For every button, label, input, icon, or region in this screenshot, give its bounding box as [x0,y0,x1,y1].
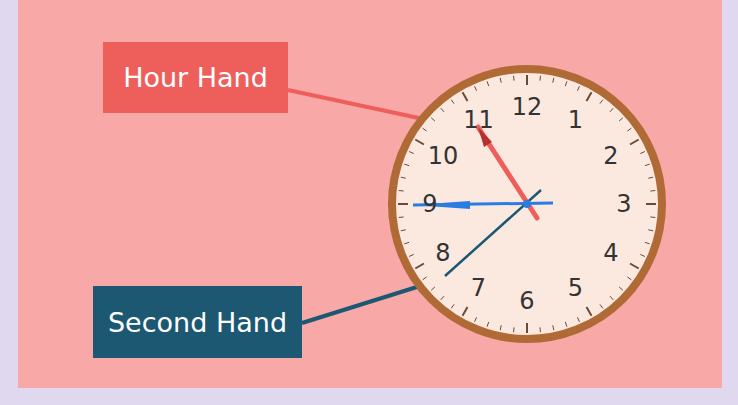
tick-mark [451,100,454,104]
tick-mark [587,92,592,101]
tick-mark [398,203,408,205]
tick-mark [401,177,406,178]
tick-mark [399,190,404,192]
tick-mark [463,307,468,316]
tick-mark [553,78,554,83]
tick-mark [640,152,645,154]
tick-mark [645,164,650,166]
callout-text: Second Hand [108,307,287,338]
tick-mark [640,254,645,256]
tick-mark [587,307,592,316]
clock-number: 8 [435,241,450,265]
tick-mark [431,287,435,290]
clock-number: 9 [422,192,437,216]
background-panel [18,0,722,388]
callout-box: Hour Hand [103,42,288,113]
tick-mark [415,140,424,145]
tick-mark [500,325,501,330]
tick-mark [600,100,603,104]
tick-mark [415,264,424,269]
tick-mark [451,304,454,308]
hour-hand [478,127,537,218]
tick-mark [431,118,435,121]
second-hand [445,190,541,276]
tick-mark [619,287,623,290]
tick-mark [401,230,406,231]
tick-mark [423,128,427,131]
tick-mark [409,254,414,256]
clock-number: 3 [616,192,631,216]
tick-mark [409,152,414,154]
tick-mark [441,108,444,112]
callout-box: Second Hand [93,286,302,358]
clock-face [392,69,662,339]
minute-hand [413,201,470,209]
tick-mark [565,322,567,327]
tick-mark [619,118,623,121]
tick-mark [650,216,655,218]
tick-mark [627,128,631,131]
clock-number: 12 [512,95,543,119]
callout-text: Hour Hand [123,62,268,93]
tick-mark [513,76,515,81]
tick-mark [475,86,477,91]
clock-number: 10 [428,144,459,168]
tick-mark [577,86,579,91]
tick-mark [630,140,639,145]
tick-mark [577,317,579,322]
tick-mark [627,277,631,280]
clock-number: 6 [519,289,534,313]
tick-mark [487,322,489,327]
clock-number: 1 [568,108,583,132]
clock-number: 4 [603,241,618,265]
tick-mark [646,203,656,205]
tick-mark [404,164,409,166]
tick-mark [553,325,554,330]
tick-mark [648,230,653,231]
clock-number: 2 [603,144,618,168]
tick-mark [441,296,444,300]
tick-mark [565,81,567,86]
center-pin [523,200,531,208]
clock-number: 5 [568,276,583,300]
tick-mark [650,190,655,192]
tick-mark [526,75,528,85]
tick-marks [398,75,656,333]
tick-mark [399,216,404,218]
tick-mark [423,277,427,280]
tick-mark [600,304,603,308]
clock-number: 11 [463,108,494,132]
tick-mark [610,108,613,112]
tick-mark [630,264,639,269]
tick-mark [513,327,515,332]
tick-mark [539,327,541,332]
tick-mark [404,242,409,244]
tick-mark [645,242,650,244]
tick-mark [500,78,501,83]
clock-number: 7 [471,276,486,300]
tick-mark [539,76,541,81]
tick-mark [526,323,528,333]
tick-mark [610,296,613,300]
tick-mark [487,81,489,86]
tick-mark [463,92,468,101]
tick-mark [475,317,477,322]
tick-mark [648,177,653,178]
